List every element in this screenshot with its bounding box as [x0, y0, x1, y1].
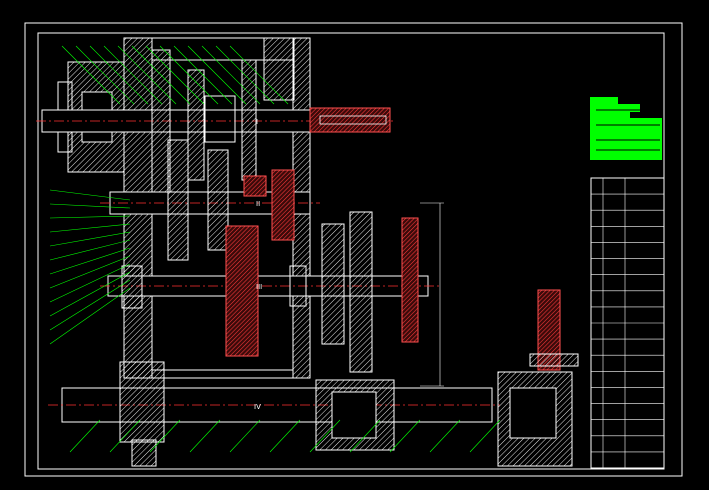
leader-line [103, 45, 163, 105]
leader-line [131, 45, 191, 105]
leader-line [49, 215, 131, 219]
outer-border [24, 22, 683, 477]
leader-lines [49, 45, 501, 453]
leader-line [49, 203, 131, 209]
leader-line [215, 45, 275, 105]
leader-line [309, 419, 341, 453]
title-block [590, 97, 662, 160]
title-block-lines [596, 109, 660, 151]
leader-line [429, 419, 461, 453]
leader-line [173, 45, 233, 105]
leader-line [49, 223, 131, 233]
leader-line [389, 419, 421, 453]
leader-line [49, 255, 131, 289]
leader-line [269, 419, 301, 453]
leader-line [49, 247, 131, 275]
leader-line [75, 45, 135, 105]
leader-line [189, 419, 221, 453]
shaft-III-label: III [256, 283, 262, 291]
shaft-I-label: I [256, 118, 258, 126]
leader-line [89, 45, 149, 105]
leader-line [349, 419, 381, 453]
shaft-II-label: II [256, 200, 260, 208]
leader-line [49, 239, 131, 261]
dimension-lines [420, 202, 444, 387]
leader-line [159, 45, 219, 105]
leader-line [69, 419, 101, 453]
leader-line [201, 45, 261, 105]
leader-line [469, 419, 501, 453]
shaft-IV-spindle: IV [48, 289, 579, 467]
leader-line [229, 45, 289, 105]
leader-line [109, 419, 141, 453]
leader-line [49, 287, 131, 345]
leader-line [61, 45, 121, 105]
shaft-I: I [36, 37, 396, 201]
leader-line [49, 271, 131, 317]
leader-line [149, 419, 181, 453]
parts-list [590, 177, 665, 469]
leader-line [49, 263, 131, 303]
leader-line [187, 45, 247, 105]
leader-line [117, 45, 177, 105]
title-block-green [590, 97, 662, 160]
leader-line [229, 419, 261, 453]
shaft-II: II [100, 139, 320, 261]
shaft-III: III [100, 211, 440, 373]
parts-list-rows [591, 178, 664, 468]
leader-line [49, 279, 131, 331]
leader-line [145, 45, 205, 105]
shaft-IV-label: IV [254, 403, 261, 411]
leader-line [49, 231, 131, 247]
leader-line [49, 189, 131, 201]
